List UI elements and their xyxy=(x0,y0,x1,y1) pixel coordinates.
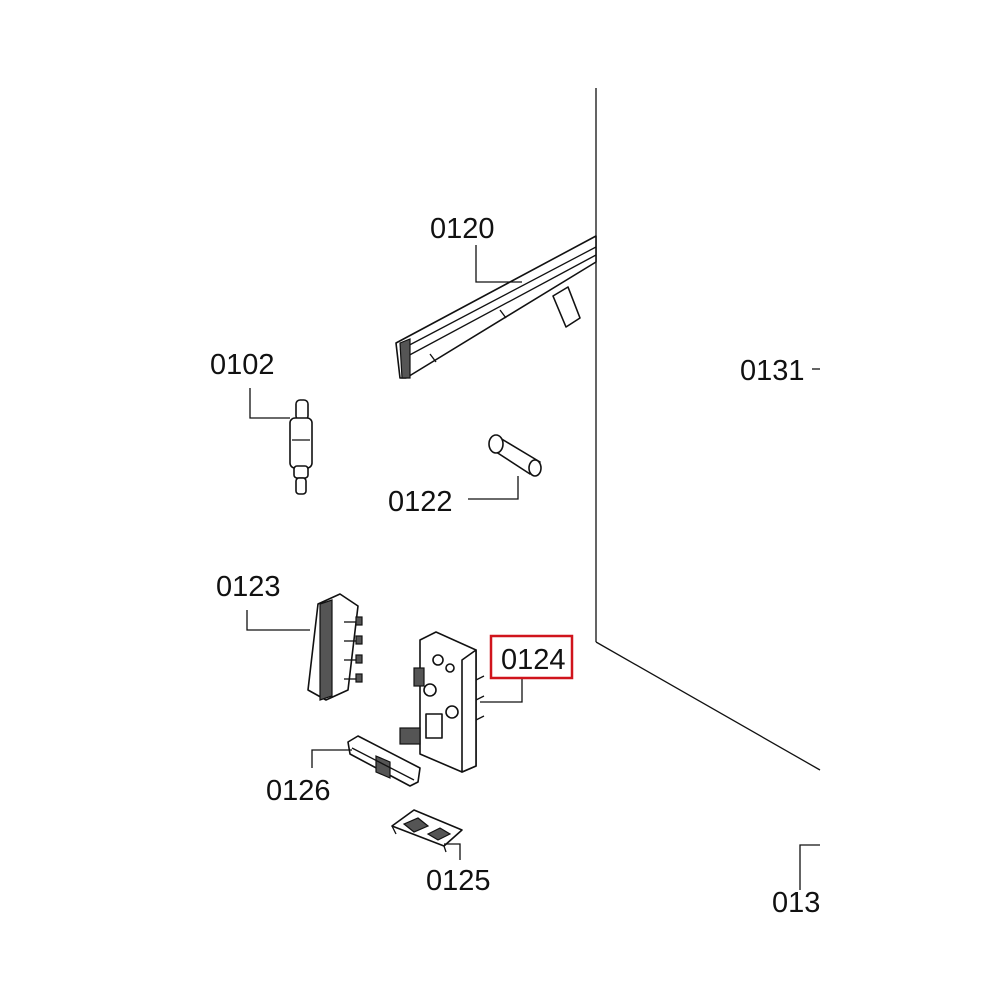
label-0102[interactable]: 0102 xyxy=(210,349,275,381)
part-0126-latch[interactable] xyxy=(347,735,421,787)
label-0131[interactable]: 0131 xyxy=(740,355,805,387)
leader-0123 xyxy=(246,610,310,631)
label-0122[interactable]: 0122 xyxy=(388,486,453,518)
part-0125-clip[interactable] xyxy=(391,809,463,853)
leader-0122 xyxy=(468,476,519,500)
label-013-clipped[interactable]: 013 xyxy=(772,887,820,919)
label-0123[interactable]: 0123 xyxy=(216,571,281,603)
part-0124-control-module[interactable] xyxy=(399,631,485,773)
leader-0120 xyxy=(475,245,522,283)
label-0124[interactable]: 0124 xyxy=(501,644,566,676)
label-0126[interactable]: 0126 xyxy=(266,775,331,807)
leader-013 xyxy=(799,844,820,890)
leader-0125 xyxy=(444,843,461,860)
label-0125[interactable]: 0125 xyxy=(426,865,491,897)
part-0102-hinge-pin[interactable] xyxy=(289,399,313,495)
highlight-box-0124 xyxy=(489,634,574,680)
leader-0102 xyxy=(249,388,290,419)
leader-0126 xyxy=(311,749,352,768)
part-0122-roller[interactable] xyxy=(488,434,542,477)
cabinet-panel xyxy=(595,88,821,771)
label-0120[interactable]: 0120 xyxy=(430,213,495,245)
part-0123-bracket[interactable] xyxy=(307,593,363,701)
part-0120-rail[interactable] xyxy=(395,235,597,379)
leader-0124 xyxy=(480,678,523,703)
